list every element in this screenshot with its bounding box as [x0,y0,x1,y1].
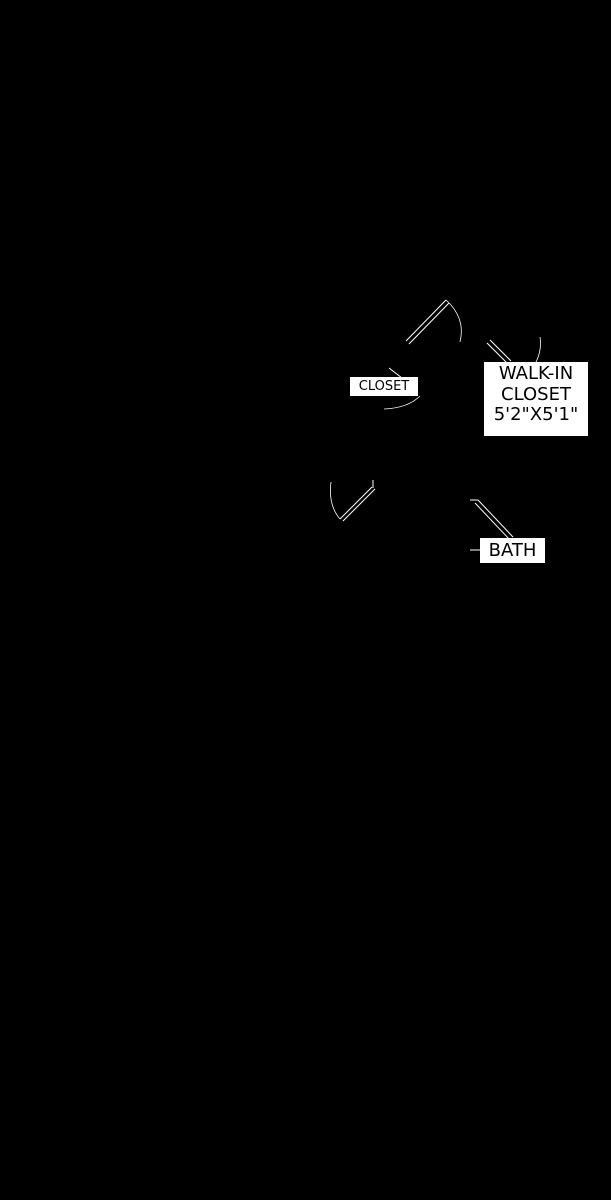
walk-in-closet-label: WALK-IN CLOSET 5'2"X5'1" [484,362,588,436]
door-top [405,299,462,345]
door-left [330,480,376,522]
bath-label: BATH [480,538,545,563]
door-closet-swing-arc [383,395,421,410]
door-top-leaf [405,299,450,345]
door-walk-in [486,336,541,365]
door-closet-leaf [388,367,403,379]
walk-in-closet-label-line2: CLOSET [501,383,571,405]
walk-in-closet-dimensions: 5'2"X5'1" [493,404,579,426]
door-left-leaf [339,486,376,522]
door-closet [383,367,421,410]
door-top-swing-arc [445,299,462,343]
walk-in-closet-label-line1: WALK-IN [498,363,574,384]
door-bath-leaf [474,499,514,541]
door-left-swing-arc [330,481,341,520]
closet-label: CLOSET [350,377,418,396]
door-walk-in-leaf [486,339,512,365]
door-bath [470,499,514,551]
door-walk-in-swing-arc [535,336,541,363]
